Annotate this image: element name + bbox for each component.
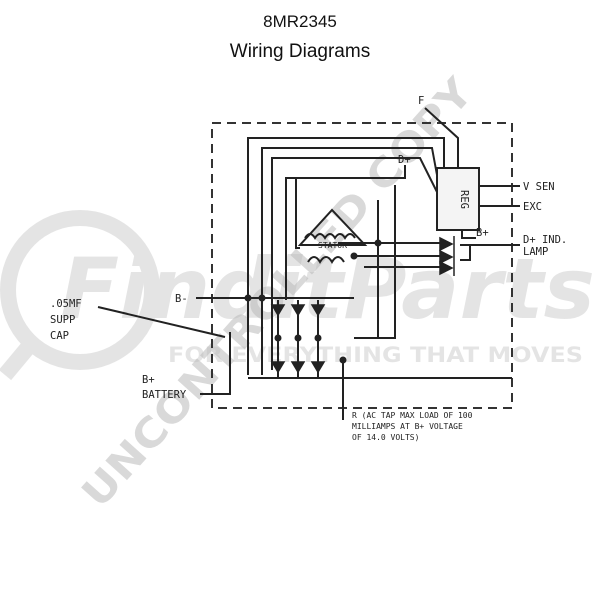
wire-loop-3 — [271, 157, 438, 370]
wire-b-plus-battery — [200, 332, 231, 395]
part-number-title: 8MR2345 — [263, 12, 337, 31]
alternator-housing-outline — [211, 122, 513, 409]
diode-lower-1 — [270, 361, 286, 374]
junction-dot — [314, 334, 322, 342]
label-b-minus: B- — [175, 293, 188, 305]
label-battery: BATTERY — [142, 389, 187, 401]
regulator-box — [436, 167, 480, 231]
label-cap-2: SUPP — [50, 314, 75, 326]
trio-diode-1 — [439, 236, 454, 252]
watermark-magnifier-handle — [0, 339, 37, 381]
junction-dot — [374, 239, 382, 247]
label-v-sen: V SEN — [523, 181, 555, 193]
diode-lower-3 — [310, 361, 326, 374]
label-cap-1: .05MF — [50, 298, 82, 310]
label-exc: EXC — [523, 201, 542, 213]
watermark-tagline: FOR EVERYTHING THAT MOVES — [168, 343, 583, 367]
diode-upper-1 — [270, 304, 286, 317]
label-r-note-2: MILLIAMPS AT B+ VOLTAGE — [352, 422, 463, 431]
label-d-plus: D+ — [398, 154, 411, 166]
wire-field — [424, 107, 459, 168]
diode-upper-2 — [290, 304, 306, 317]
watermark-logo: FinditParts FOR EVERYTHING THAT MOVES — [0, 210, 595, 381]
trio-diode-3 — [439, 260, 454, 276]
trio-diode-2 — [439, 249, 454, 265]
wire-inner-loop — [295, 178, 300, 249]
label-b-plus-top: B+ — [476, 227, 489, 239]
label-lamp: LAMP — [523, 246, 548, 258]
label-d-plus-ind: D+ IND. — [523, 234, 567, 246]
label-r-note-1: R (AC TAP MAX LOAD OF 100 — [352, 411, 473, 420]
stator — [297, 208, 368, 264]
rectifier-diodes — [270, 304, 326, 374]
stator-coil — [304, 233, 356, 240]
diode-lower-2 — [290, 361, 306, 374]
wire-loop-2 — [261, 147, 438, 375]
junction-dot — [244, 294, 252, 302]
wire-loop-4 — [285, 165, 406, 300]
label-cap-3: CAP — [50, 330, 69, 342]
regulator-label: REG — [458, 190, 470, 209]
wire-capacitor — [97, 306, 226, 338]
wire-d-plus-out-b — [460, 245, 471, 261]
label-f: F — [418, 95, 424, 107]
junction-dot — [350, 252, 358, 260]
diode-trio — [439, 236, 455, 276]
junctions — [244, 239, 382, 364]
label-b-plus-batt: B+ — [142, 374, 155, 386]
watermark-circle — [0, 210, 160, 370]
junction-dot — [258, 294, 266, 302]
wire-stator-left — [354, 185, 396, 339]
stator-delta — [297, 208, 368, 246]
rotor-coil — [307, 256, 345, 264]
diode-upper-3 — [310, 304, 326, 317]
stator-label: STATOR — [318, 241, 347, 250]
label-r-note-3: OF 14.0 VOLTS) — [352, 433, 419, 442]
junction-dot — [274, 334, 282, 342]
wire-reg-b-plus — [461, 230, 476, 239]
wire-loop-1 — [247, 137, 445, 375]
page-subtitle: Wiring Diagrams — [229, 41, 371, 62]
junction-dot — [339, 356, 347, 364]
junction-dot — [294, 334, 302, 342]
